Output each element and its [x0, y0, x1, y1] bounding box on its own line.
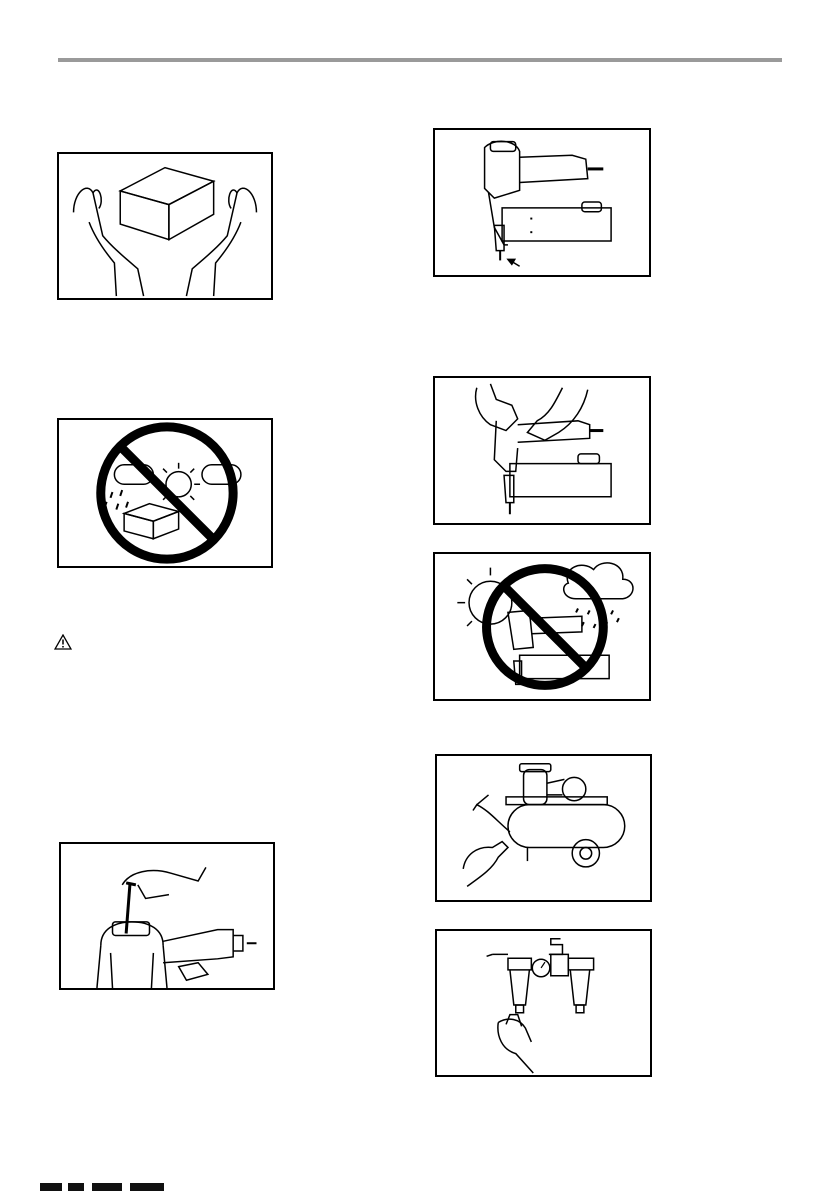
hex-wrench-icon: [61, 844, 273, 988]
figure-compressor-drain: [435, 754, 652, 902]
crop-mark: [40, 1183, 62, 1191]
caution-triangle-icon: [54, 634, 72, 650]
hands-box-icon: [59, 154, 271, 298]
figure-nail-gun-nose-arrow: [433, 128, 651, 277]
crop-mark: [68, 1183, 84, 1191]
figure-no-rain-sun-storage: [57, 418, 273, 568]
no-weather-storage-icon: [59, 420, 271, 566]
crop-mark: [130, 1183, 164, 1191]
figure-filter-regulator-drain: [435, 929, 652, 1077]
cleaning-nailer-icon: [435, 378, 649, 523]
figure-hands-holding-box: [57, 152, 273, 300]
header-rule: [58, 58, 782, 62]
compressor-icon: [437, 756, 650, 900]
crop-mark: [92, 1183, 122, 1191]
no-weather-use-icon: [435, 554, 649, 699]
nail-gun-icon: [435, 130, 649, 275]
filter-regulator-icon: [437, 931, 650, 1075]
figure-hands-cleaning-nailer: [433, 376, 651, 525]
figure-hex-wrench-adjustment: [59, 842, 275, 990]
figure-no-sun-rain-use: [433, 552, 651, 701]
